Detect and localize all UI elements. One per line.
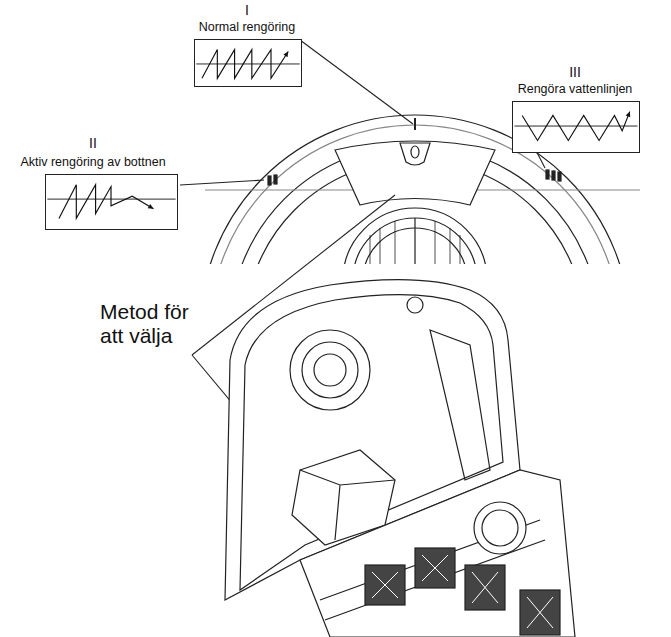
mode-heading: Normal rengöring <box>188 20 306 35</box>
callout-label: Metod för att välja <box>100 300 195 348</box>
mode-heading: Aktiv rengöring av bottnen <box>0 155 186 170</box>
mode-number: II <box>0 135 186 151</box>
mode-number: III <box>500 64 650 80</box>
mode-pattern-box: II Aktiv rengöring av bottnen <box>0 135 186 230</box>
path-pattern <box>46 175 177 229</box>
robot-body <box>300 470 575 637</box>
mode-pattern-box: III Rengöra vattenlinjen <box>500 64 650 153</box>
pattern-frame <box>45 174 178 230</box>
mode-pattern-box: I Normal rengöring <box>188 2 306 87</box>
path-pattern <box>513 102 639 152</box>
path-pattern <box>195 40 301 86</box>
pattern-frame <box>512 101 640 153</box>
pattern-frame <box>194 39 302 87</box>
mode-heading: Rengöra vattenlinjen <box>500 82 650 97</box>
mode-number: I <box>188 2 306 18</box>
